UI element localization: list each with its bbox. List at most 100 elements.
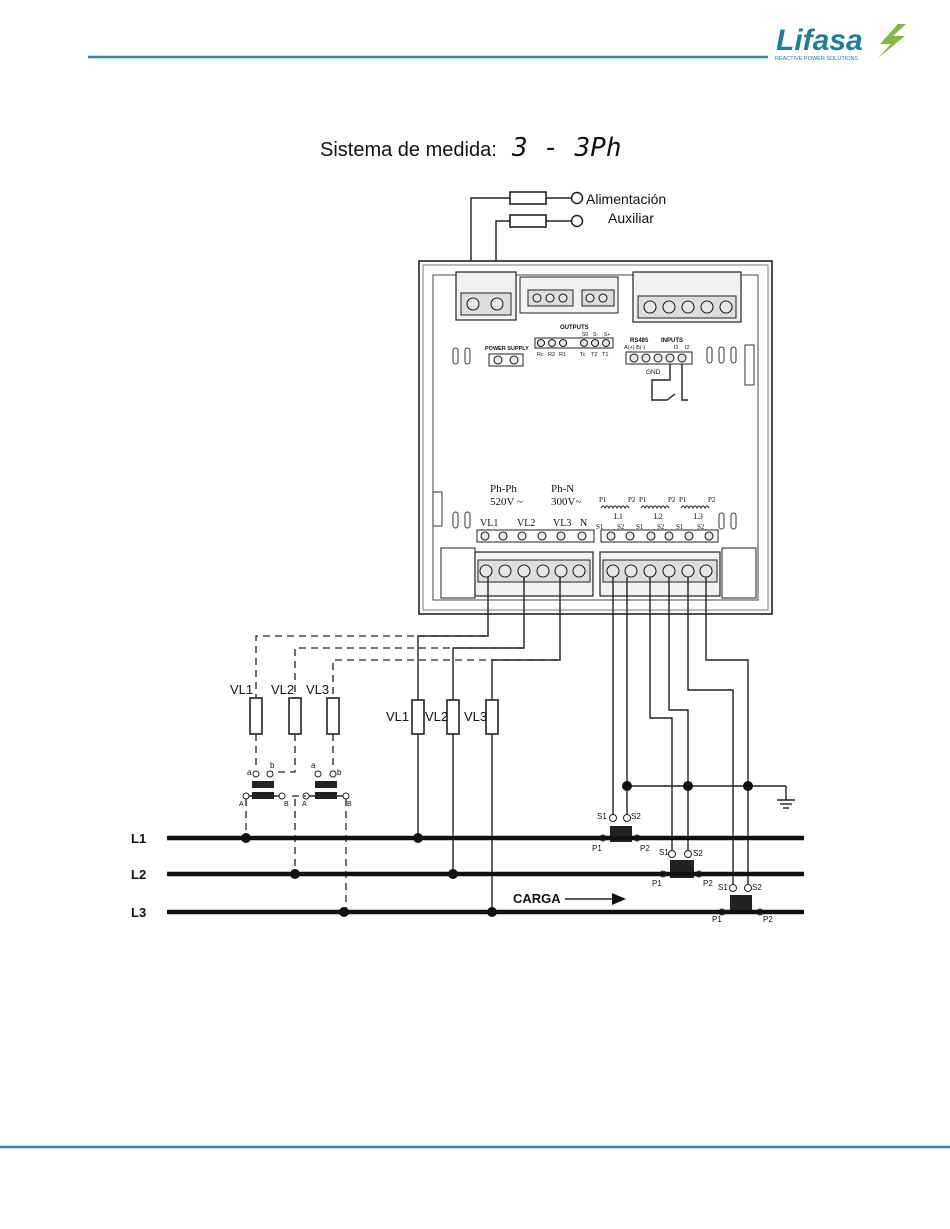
brand-tagline: REACTIVE POWER SOLUTIONS xyxy=(775,56,858,62)
ct-secondary-label: S1 xyxy=(718,883,728,892)
ct-p-label: P2 xyxy=(628,496,636,504)
direct-voltage-label: VL3 xyxy=(464,709,487,724)
ct-s-label: S2 xyxy=(697,523,705,531)
s-label: S+ xyxy=(604,332,610,338)
vt-secondary-label: b xyxy=(337,768,342,777)
ct-s-label: S2 xyxy=(657,523,665,531)
fuse-icon xyxy=(509,191,547,205)
voltage-transformer-2: a b A B xyxy=(302,761,352,808)
fuse-icon xyxy=(509,214,547,228)
page-header: Lifasa REACTIVE POWER SOLUTIONS xyxy=(88,24,906,62)
ct-l-label: L3 xyxy=(694,512,703,521)
current-transformer-3: S1 S2 P1 P2 xyxy=(712,883,773,924)
bolt-icon xyxy=(878,24,906,58)
ct-p-label: P1 xyxy=(679,496,687,504)
ct-primary-label: P2 xyxy=(763,915,773,924)
vt-wiring: VL1 VL2 VL3 a b A B a b A B xyxy=(230,635,558,912)
ct-p-label: P2 xyxy=(668,496,676,504)
voltage-wiring: VL1 VL2 VL3 xyxy=(386,577,561,912)
line-label: L2 xyxy=(131,867,146,882)
voltage-terminal-label: VL3 xyxy=(553,518,571,529)
line-label: L3 xyxy=(131,905,146,920)
ct-secondary-label: S2 xyxy=(631,812,641,821)
ground-icon xyxy=(777,786,795,809)
ct-p-label: P1 xyxy=(599,496,607,504)
ct-s-label: S1 xyxy=(676,523,684,531)
inputs-i-label: I1 xyxy=(674,345,679,351)
vt-primary-label: B xyxy=(284,801,289,808)
ct-secondary-label: S2 xyxy=(752,883,762,892)
ct-s-label: S2 xyxy=(617,523,625,531)
fuse-icon xyxy=(446,699,460,735)
ct-primary-label: P1 xyxy=(712,915,722,924)
inputs-i-label: I2 xyxy=(685,345,690,351)
voltage-terminal-label: VL2 xyxy=(517,518,535,529)
ph-ph-label: Ph-Ph xyxy=(490,483,517,495)
outputs-label: OUTPUTS xyxy=(560,325,589,331)
rs485-ab-label: A(+) B(-) xyxy=(624,345,645,351)
vt-voltage-label: VL3 xyxy=(306,682,329,697)
supply-label: Auxiliar xyxy=(608,210,654,226)
vt-secondary-label: b xyxy=(270,761,275,770)
vt-primary-label: B xyxy=(347,801,352,808)
line-label: L1 xyxy=(131,831,146,846)
fuse-icon xyxy=(249,697,263,735)
fuse-icon xyxy=(326,697,340,735)
relay-label: T1 xyxy=(602,352,608,358)
ct-primary-label: P1 xyxy=(592,844,602,853)
voltage-terminal-label: VL1 xyxy=(480,518,498,529)
brand-logo: Lifasa xyxy=(776,24,863,57)
rs485-label: RS485 xyxy=(630,338,649,344)
supply-terminal xyxy=(570,191,584,205)
ph-n-label: Ph-N xyxy=(551,483,574,495)
ct-primary-label: P1 xyxy=(652,879,662,888)
ct-p-label: P2 xyxy=(708,496,716,504)
ct-secondary-label: S2 xyxy=(693,849,703,858)
vt-voltage-label: VL1 xyxy=(230,682,253,697)
ct-l-label: L1 xyxy=(614,512,623,521)
supply-terminal xyxy=(570,214,584,228)
ct-secondary-label: S1 xyxy=(597,812,607,821)
current-transformer-2: S1 S2 P1 P2 xyxy=(652,848,713,888)
relay-label: R1 xyxy=(559,352,566,358)
vt-secondary-label: a xyxy=(247,768,252,777)
ph-n-voltage: 300V~ xyxy=(551,496,581,508)
ct-primary-label: P2 xyxy=(640,844,650,853)
meter-rear-view: OUTPUTS S0 S- S+ Rc R2 R1 Tc T2 T1 POWER… xyxy=(418,260,773,615)
vt-primary-label: A xyxy=(239,801,244,808)
ct-p-label: P1 xyxy=(639,496,647,504)
ct-s-label: S1 xyxy=(636,523,644,531)
s-label: S0 xyxy=(582,332,588,338)
vt-secondary-label: a xyxy=(311,761,316,770)
arrow-right-icon xyxy=(612,893,626,905)
direct-voltage-label: VL2 xyxy=(425,709,448,724)
voltage-terminal-label: N xyxy=(580,518,587,529)
relay-label: Tc xyxy=(580,352,586,358)
measurement-system-display: 3 - 3Ph xyxy=(511,133,622,163)
direct-voltage-label: VL1 xyxy=(386,709,409,724)
vt-voltage-label: VL2 xyxy=(271,682,294,697)
auxiliary-supply: Alimentación Auxiliar xyxy=(470,191,666,290)
ct-s-label: S1 xyxy=(596,523,604,531)
fuse-icon xyxy=(411,699,425,735)
power-supply-label: POWER SUPPLY xyxy=(485,346,529,352)
power-lines: L1 L2 L3 CARGA xyxy=(131,831,804,920)
supply-label: Alimentación xyxy=(586,191,666,207)
gnd-label: GND xyxy=(646,369,661,376)
relay-label: R2 xyxy=(548,352,555,358)
s-label: S- xyxy=(593,332,598,338)
ct-l-label: L2 xyxy=(654,512,663,521)
relay-label: Rc xyxy=(537,352,544,358)
ct-secondary-label: S1 xyxy=(659,848,669,857)
relay-label: T2 xyxy=(591,352,597,358)
current-transformer-1: S1 S2 P1 P2 xyxy=(592,812,650,853)
measurement-system-label: Sistema de medida: xyxy=(320,139,497,161)
fuse-icon xyxy=(288,697,302,735)
load-label: CARGA xyxy=(513,891,561,906)
inputs-label: INPUTS xyxy=(661,338,683,344)
ph-ph-voltage: 520V ~ xyxy=(490,496,523,508)
ct-primary-label: P2 xyxy=(703,879,713,888)
vt-primary-label: A xyxy=(302,801,307,808)
fuse-icon xyxy=(485,699,499,735)
